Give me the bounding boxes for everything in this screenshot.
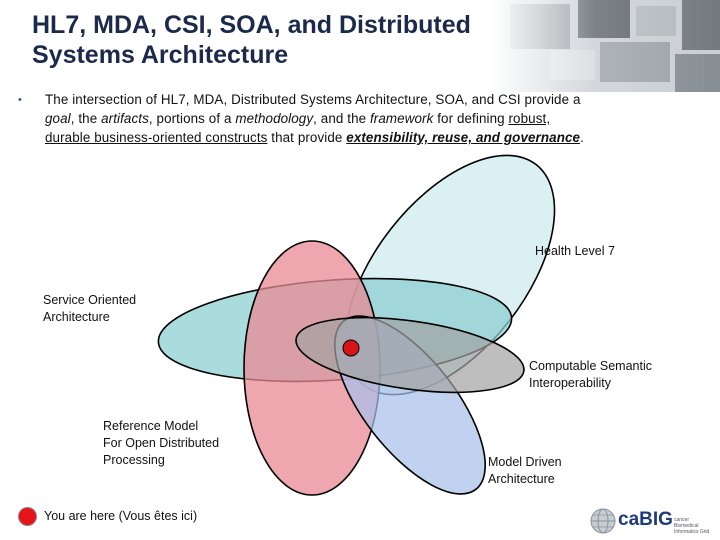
label-csi-line-1: Computable Semantic (529, 359, 652, 373)
title-line-1: HL7, MDA, CSI, SOA, and Distributed (32, 11, 471, 39)
label-rm-line-2: For Open Distributed (103, 436, 220, 450)
bullet-part-7: . (580, 130, 584, 145)
header-strip (0, 0, 720, 92)
bullet-part-6: that provide (267, 130, 347, 145)
legend-label: You are here (Vous êtes ici) (44, 509, 198, 523)
label-csi-line-2: Interoperability (529, 376, 611, 390)
header-photo-collage (490, 0, 720, 92)
logo-tagline: cancer Biomedical Informatics Grid (674, 517, 710, 535)
cabig-logo: caBIG cancer Biomedical Informatics Grid (590, 505, 715, 537)
label-mda-line-1: Model Driven (488, 455, 562, 469)
bullet-text: The intersection of HL7, MDA, Distribute… (45, 90, 595, 147)
label-soa-line-2: Architecture (43, 310, 110, 324)
bullet-part-4: , and the (313, 111, 370, 126)
label-health-level-7: Health Level 7 (535, 244, 615, 258)
you-are-here-marker (342, 339, 360, 357)
bullet-part-2: , the (70, 111, 102, 126)
extensibility-phrase: extensibility, reuse, and governance (346, 130, 581, 145)
artifacts-word: artifacts (101, 111, 149, 126)
goal-word: goal (45, 111, 71, 126)
slide-title: HL7, MDA, CSI, SOA, and Distributed Syst… (32, 10, 552, 70)
legend-marker (18, 507, 37, 526)
label-rm-line-1: Reference Model (103, 419, 199, 433)
methodology-word: methodology (235, 111, 314, 126)
globe-icon (590, 508, 616, 534)
csi-ellipse (295, 316, 525, 394)
logo-text: caBIG (618, 509, 673, 530)
label-soa-line-1: Service Oriented (43, 293, 137, 307)
label-mda-line-2: Architecture (488, 472, 555, 486)
bullet-part-3: , portions of a (148, 111, 236, 126)
robust-phrase: robust, durable business-oriented constr… (45, 111, 551, 145)
bullet-marker: • (18, 94, 22, 106)
title-line-2: Systems Architecture (32, 41, 289, 69)
bullet-part-5: for defining (433, 111, 509, 126)
bullet-part-1: The intersection of HL7, MDA, Distribute… (45, 92, 581, 107)
framework-word: framework (369, 111, 434, 126)
label-rm-line-3: Processing (103, 453, 165, 467)
